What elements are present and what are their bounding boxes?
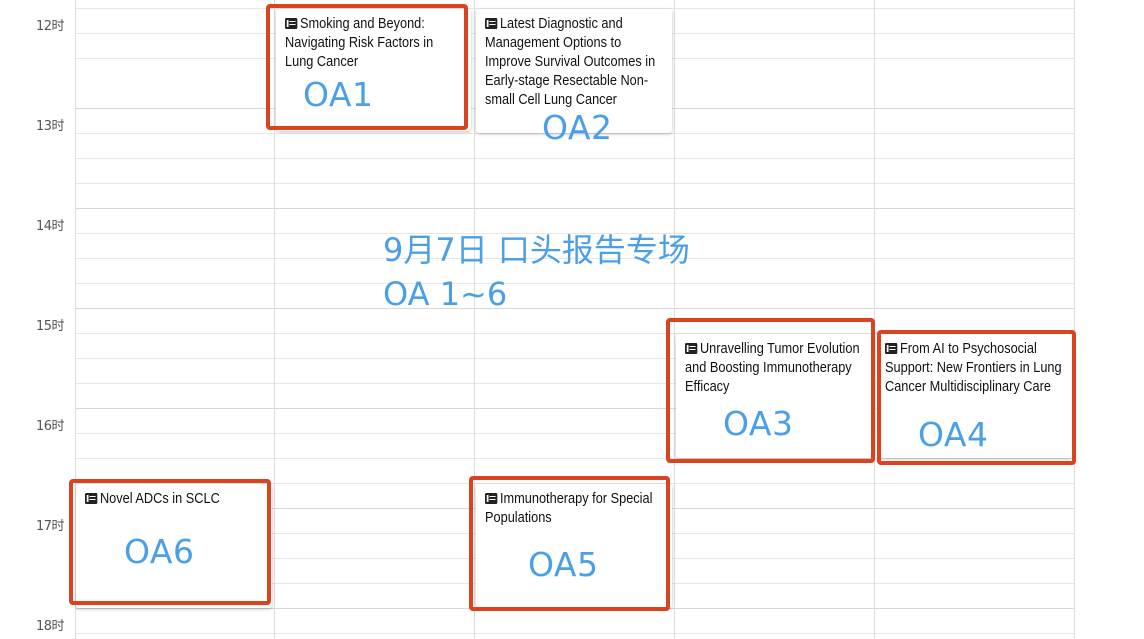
- day-column-divider: [474, 0, 475, 639]
- grid-line: [75, 608, 1075, 609]
- event-title-text: Smoking and Beyond: Navigating Risk Fact…: [285, 16, 434, 70]
- event-title: Smoking and Beyond: Navigating Risk Fact…: [285, 15, 464, 72]
- grid-line: [75, 333, 1075, 334]
- oa-label-4: OA4: [918, 415, 989, 454]
- grid-line: [75, 633, 1075, 634]
- time-label-13: 13时: [36, 119, 65, 134]
- list-icon: [285, 18, 298, 29]
- grid-line: [75, 408, 1075, 409]
- event-title-text: Unravelling Tumor Evolution and Boosting…: [685, 341, 860, 395]
- time-label-15: 15时: [36, 319, 65, 334]
- day-column-divider: [874, 0, 875, 639]
- session-date-title: 9月7日 口头报告专场: [383, 231, 690, 269]
- event-card-oa4[interactable]: From AI to Psychosocial Support: New Fro…: [876, 334, 1072, 458]
- event-card-oa1[interactable]: Smoking and Beyond: Navigating Risk Fact…: [276, 9, 471, 131]
- day-column-divider: [1074, 0, 1075, 639]
- oa-label-2: OA2: [542, 108, 613, 147]
- grid-line: [75, 483, 1075, 484]
- oa-label-1: OA1: [303, 75, 374, 114]
- grid-line: [75, 183, 1075, 184]
- time-label-17: 17时: [36, 519, 65, 534]
- grid-line: [75, 433, 1075, 434]
- event-title: Unravelling Tumor Evolution and Boosting…: [685, 340, 865, 397]
- grid-line: [75, 458, 1075, 459]
- list-icon: [485, 18, 498, 29]
- event-title-text: Immunotherapy for Special Populations: [485, 491, 653, 526]
- session-annotation: 9月7日 口头报告专场 OA 1~6: [383, 228, 690, 316]
- event-card-oa3[interactable]: Unravelling Tumor Evolution and Boosting…: [676, 334, 872, 458]
- list-icon: [485, 493, 498, 504]
- list-icon: [885, 343, 898, 354]
- event-title-text: From AI to Psychosocial Support: New Fro…: [885, 341, 1062, 395]
- event-card-oa6[interactable]: Novel ADCs in SCLC: [76, 484, 272, 608]
- day-column-divider: [274, 0, 275, 639]
- grid-line: [75, 258, 1075, 259]
- grid-line: [75, 8, 1075, 9]
- grid-line: [75, 283, 1075, 284]
- grid-line: [75, 358, 1075, 359]
- event-title: Novel ADCs in SCLC: [85, 490, 265, 509]
- event-title-text: Latest Diagnostic and Management Options…: [485, 16, 656, 108]
- time-label-18: 18时: [36, 619, 65, 634]
- event-title-text: Novel ADCs in SCLC: [99, 491, 220, 507]
- event-title: Immunotherapy for Special Populations: [485, 490, 665, 528]
- list-icon: [685, 343, 698, 354]
- time-label-16: 16时: [36, 419, 65, 434]
- oa-label-6: OA6: [124, 532, 195, 571]
- list-icon: [85, 493, 98, 504]
- time-label-14: 14时: [36, 219, 65, 234]
- oa-label-5: OA5: [528, 545, 599, 584]
- grid-line: [75, 233, 1075, 234]
- day-column-divider: [75, 0, 76, 639]
- session-range: OA 1~6: [383, 275, 508, 313]
- event-title: Latest Diagnostic and Management Options…: [485, 15, 665, 110]
- oa-label-3: OA3: [723, 404, 794, 443]
- grid-line: [75, 158, 1075, 159]
- day-column-divider: [674, 0, 675, 639]
- grid-line: [75, 308, 1075, 309]
- grid-line: [75, 133, 1075, 134]
- event-title: From AI to Psychosocial Support: New Fro…: [885, 340, 1065, 397]
- event-card-oa2[interactable]: Latest Diagnostic and Management Options…: [476, 9, 672, 133]
- grid-line: [75, 208, 1075, 209]
- event-card-oa5[interactable]: Immunotherapy for Special Populations: [476, 484, 672, 608]
- time-label-12: 12时: [36, 19, 65, 34]
- grid-line: [75, 383, 1075, 384]
